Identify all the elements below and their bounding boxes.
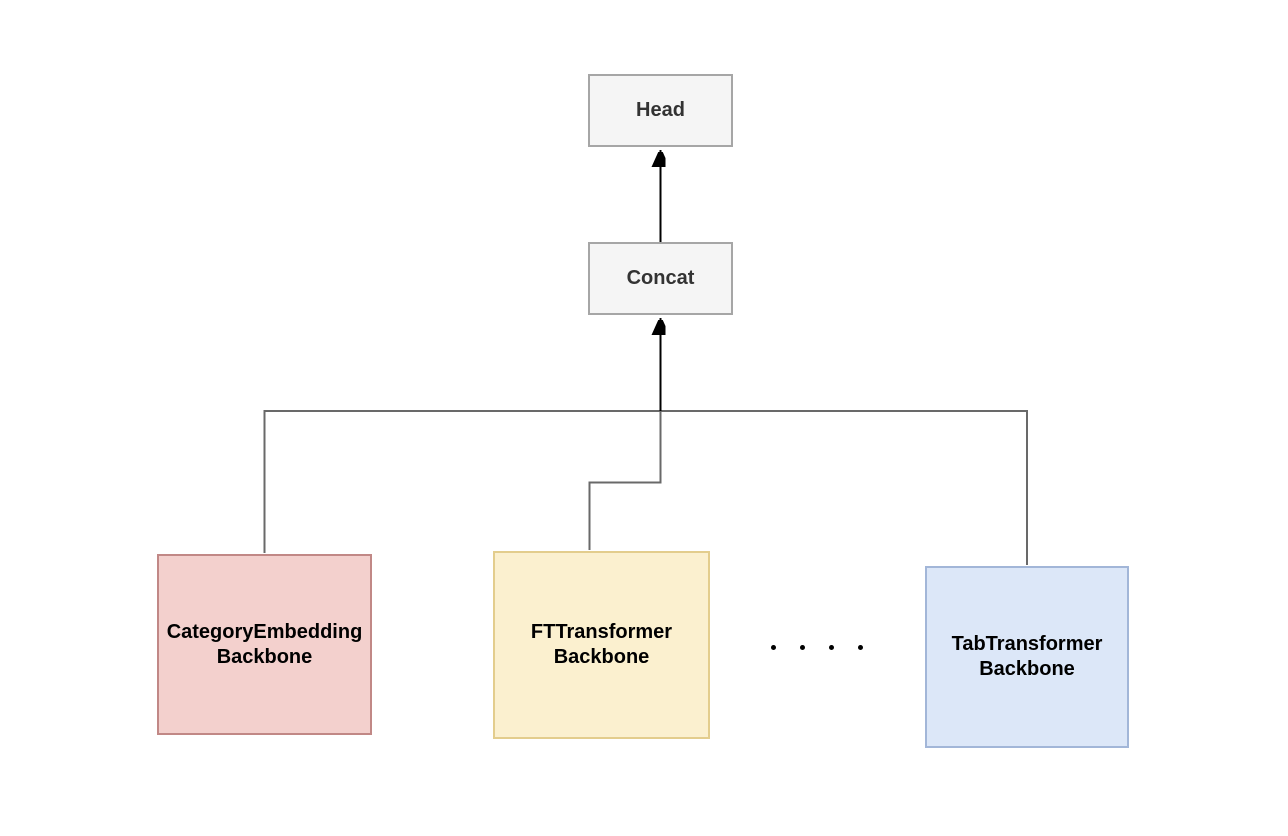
- node-ft-transformer-backbone-label: FTTransformer Backbone: [530, 621, 673, 668]
- ellipsis-dot: [771, 645, 776, 650]
- ellipsis-dot: [829, 645, 834, 650]
- node-head: Head: [588, 74, 733, 147]
- node-category-embedding-backbone: CategoryEmbedding Backbone: [157, 554, 372, 735]
- ellipsis-dot: [858, 645, 863, 650]
- node-category-embedding-backbone-label: CategoryEmbedding Backbone: [166, 620, 363, 668]
- node-head-label: Head: [636, 99, 685, 121]
- connector-category-to-tab-bus: [263, 410, 1028, 565]
- ellipsis-dots: [771, 645, 863, 650]
- node-ft-transformer-backbone: FTTransformer Backbone: [493, 551, 710, 739]
- node-tab-transformer-backbone: TabTransformer Backbone: [925, 566, 1129, 748]
- connector-ft-transformer-to-junction: [588, 411, 662, 550]
- node-concat-label: Concat: [626, 267, 695, 289]
- ellipsis-dot: [800, 645, 805, 650]
- node-concat: Concat: [588, 242, 733, 315]
- node-tab-transformer-backbone-label: TabTransformer Backbone: [951, 633, 1103, 680]
